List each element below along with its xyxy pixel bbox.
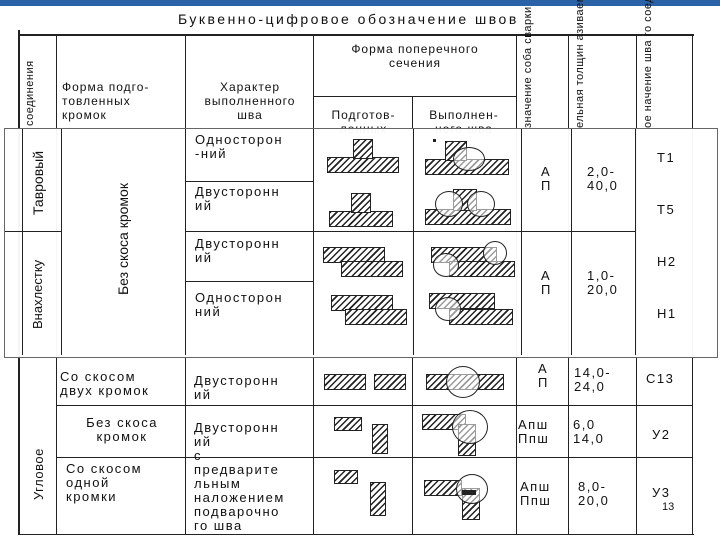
- page-number: 13: [662, 501, 675, 513]
- row6-code: У2: [652, 427, 671, 442]
- row7-thickness: 8,0- 20,0: [578, 479, 610, 508]
- header-joint-type: соединения: [24, 60, 36, 126]
- row6-method: Апш Ппш: [518, 417, 550, 446]
- row5-thickness: 14,0- 24,0: [574, 365, 612, 394]
- row1-character: Односторон -ний: [195, 132, 283, 161]
- row4-method: А П: [541, 268, 552, 297]
- row5-character: Двусторонн ий: [194, 373, 280, 402]
- row2-character: Двусторонн ий: [195, 184, 281, 213]
- section-t-joint: Тавровый: [30, 150, 46, 215]
- row7-method: Апш Ппш: [520, 479, 552, 508]
- header-thickness: ельная толщин азиваемых делий, мм: [574, 0, 586, 128]
- row2-thickness: 2,0- 40,0: [587, 164, 619, 193]
- row7-edge: Со скосом одной кромки: [66, 461, 143, 504]
- row6-edge: Без скоса кромок: [86, 415, 158, 444]
- header-cross-section: Форма поперечного сечения: [351, 42, 479, 70]
- overlay-panel: Тавровый Внахлестку Без скоса кромок Одн…: [4, 128, 718, 358]
- header-symbol: ое начение шва го соединения: [642, 0, 654, 128]
- row4-character: Односторон ний: [195, 290, 283, 319]
- section-no-bevel: Без скоса кромок: [115, 183, 131, 295]
- row5-code: С13: [646, 371, 675, 386]
- row7-code: У3: [652, 485, 671, 500]
- row6-thickness: 6,0 14,0: [573, 417, 605, 446]
- section-lap-joint: Внахлестку: [30, 259, 45, 329]
- row2-method: А П: [541, 164, 552, 193]
- row3-code: Н2: [657, 254, 677, 269]
- section-corner: Угловое: [31, 448, 46, 500]
- row2-code: Т5: [657, 202, 676, 217]
- header-edge-prep: Форма подго- товленных кромок: [62, 80, 150, 122]
- row6-character: Двусторонн ий с предварите льным наложен…: [194, 420, 285, 533]
- row4-code: Н1: [657, 306, 677, 321]
- header-weld-method: значение соба сварки: [522, 6, 534, 128]
- header-weld-character: Характер выполненного шва: [204, 80, 296, 122]
- row5-method: А П: [538, 361, 549, 390]
- top-accent-bar: [0, 0, 720, 6]
- row1-code: Т1: [657, 150, 676, 165]
- row3-character: Двусторонн ий: [195, 236, 281, 265]
- row5-edge: Со скосом двух кромок: [60, 369, 150, 398]
- row4-thickness: 1,0- 20,0: [587, 268, 619, 297]
- page-title: Буквенно-цифровое обозначение швов: [178, 11, 519, 27]
